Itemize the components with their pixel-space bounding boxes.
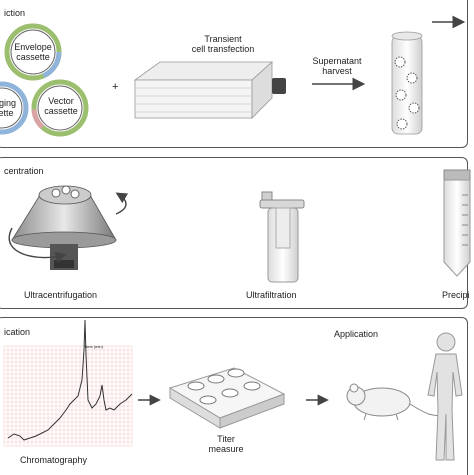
human-figure: [427, 332, 463, 461]
ultracentrifugation-label: Ultracentrifugation: [24, 290, 98, 300]
chromatogram-trace: [7, 319, 133, 441]
production-section: [0, 0, 468, 148]
plus-sign: +: [112, 81, 119, 93]
chromatography-label: Chromatography: [20, 455, 88, 465]
precipitation-tube: [443, 169, 471, 277]
purification-section: [0, 317, 468, 475]
cell-factory-flask: [133, 61, 286, 119]
vector-plasmid: [31, 79, 89, 137]
ultracentrifuge-rotor: [8, 185, 129, 270]
supernatant-tube: [391, 31, 423, 135]
section-title-production: iction: [4, 8, 26, 18]
application-label: Application: [334, 329, 379, 339]
precipitation-label: Precipi: [442, 290, 470, 300]
mouse-model: [346, 383, 447, 421]
packaging-cassette-label: agingsette: [0, 98, 17, 118]
ultrafiltration-device: [259, 191, 305, 283]
chart-axis-label: Time (min): [84, 344, 103, 349]
section-title-concentration: centration: [4, 166, 44, 176]
packaging-plasmid: [0, 81, 29, 135]
titer-plate: [168, 367, 286, 429]
ultrafiltration-label: Ultrafiltration: [246, 290, 297, 300]
chromatogram-grid: [3, 345, 133, 447]
envelope-plasmid: [4, 23, 62, 81]
section-title-purification: ication: [4, 327, 31, 337]
